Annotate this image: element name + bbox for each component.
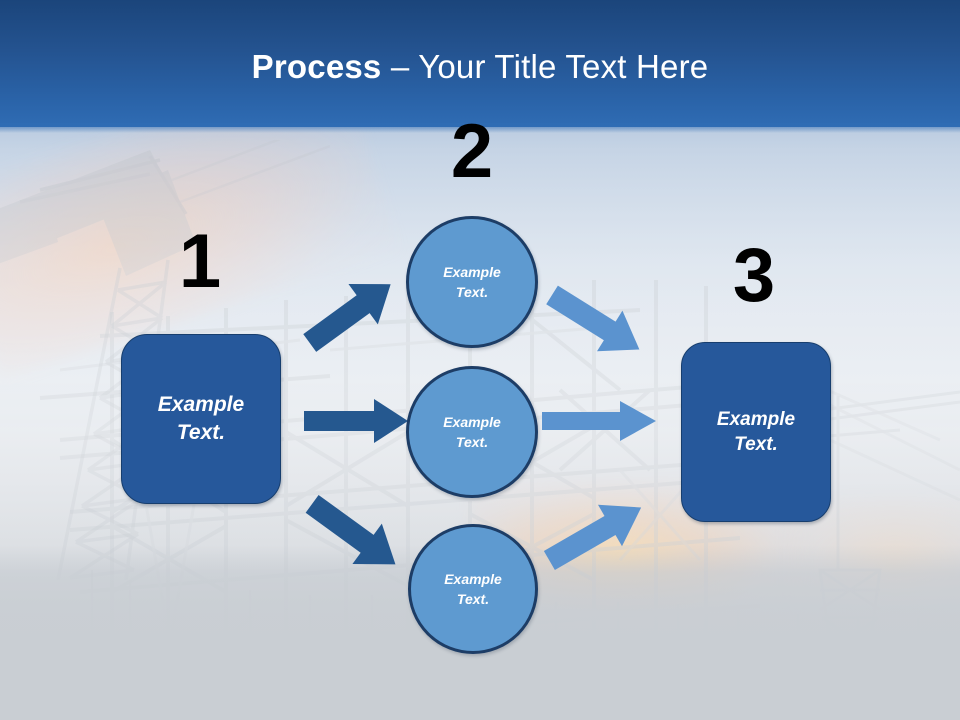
arrow-middle-circle-to-end xyxy=(542,401,656,441)
process-circle-node-top-line1: Example xyxy=(443,263,501,280)
process-circle-node-top[interactable]: Example Text. xyxy=(406,216,538,348)
process-circle-node-middle-line2: Text. xyxy=(455,434,489,450)
arrow-start-to-bottom-circle xyxy=(305,494,396,565)
process-circle-node-bottom-line1: Example xyxy=(444,570,502,587)
step-number-3: 3 xyxy=(732,233,776,318)
arrow-start-to-middle-circle xyxy=(304,399,408,443)
page-title: Process – Your Title Text Here xyxy=(0,47,960,87)
process-circle-node-middle[interactable]: Example Text. xyxy=(406,366,538,498)
process-end-node-line2: Text. xyxy=(734,434,778,455)
process-start-node[interactable]: Example Text. xyxy=(121,334,281,504)
step-number-1: 1 xyxy=(178,219,222,304)
process-end-node-line1: Example xyxy=(716,408,796,430)
page-title-rest: Your Title Text Here xyxy=(418,48,709,85)
process-start-node-line2: Text. xyxy=(176,421,226,444)
process-end-node[interactable]: Example Text. xyxy=(681,342,831,522)
arrow-start-to-top-circle xyxy=(303,283,391,352)
step-number-2: 2 xyxy=(450,109,494,194)
page-title-separator: – xyxy=(381,48,419,85)
process-circle-node-top-line2: Text. xyxy=(455,284,489,300)
arrow-bottom-circle-to-end xyxy=(543,504,642,571)
process-circle-node-middle-line1: Example xyxy=(443,413,501,430)
process-circle-node-bottom[interactable]: Example Text. xyxy=(408,524,538,654)
title-band xyxy=(0,0,960,133)
process-start-node-line1: Example xyxy=(157,393,245,417)
page-title-bold-part: Process xyxy=(251,48,382,85)
process-circle-node-bottom-line2: Text. xyxy=(456,591,490,607)
arrow-top-circle-to-end xyxy=(546,285,640,352)
